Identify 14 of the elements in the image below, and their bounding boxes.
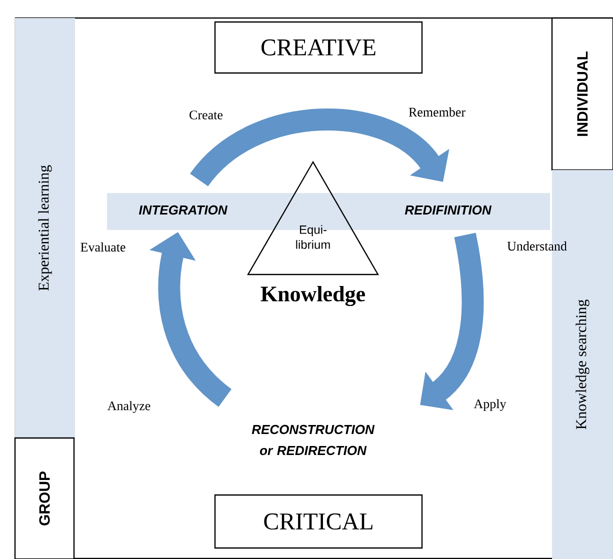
stage-label: REDIFINITION: [404, 205, 492, 215]
step-label: Remember: [408, 107, 466, 117]
stage-label: RECONSTRUCTION or REDIRECTION: [252, 424, 375, 456]
arrow: [190, 108, 450, 188]
step-label: Analyze: [107, 401, 150, 413]
side-box: GROUP: [14, 437, 75, 559]
step-label: Apply: [474, 399, 506, 411]
title-box: CRITICAL: [214, 494, 423, 549]
step-label: Create: [190, 110, 223, 120]
title-box: CREATIVE: [214, 21, 423, 74]
stage-label: INTEGRATION: [138, 205, 228, 215]
side-box: INDIVIDUAL: [551, 17, 613, 171]
side-band: Experiential learning: [15, 18, 75, 438]
step-label: Understand: [507, 241, 567, 251]
